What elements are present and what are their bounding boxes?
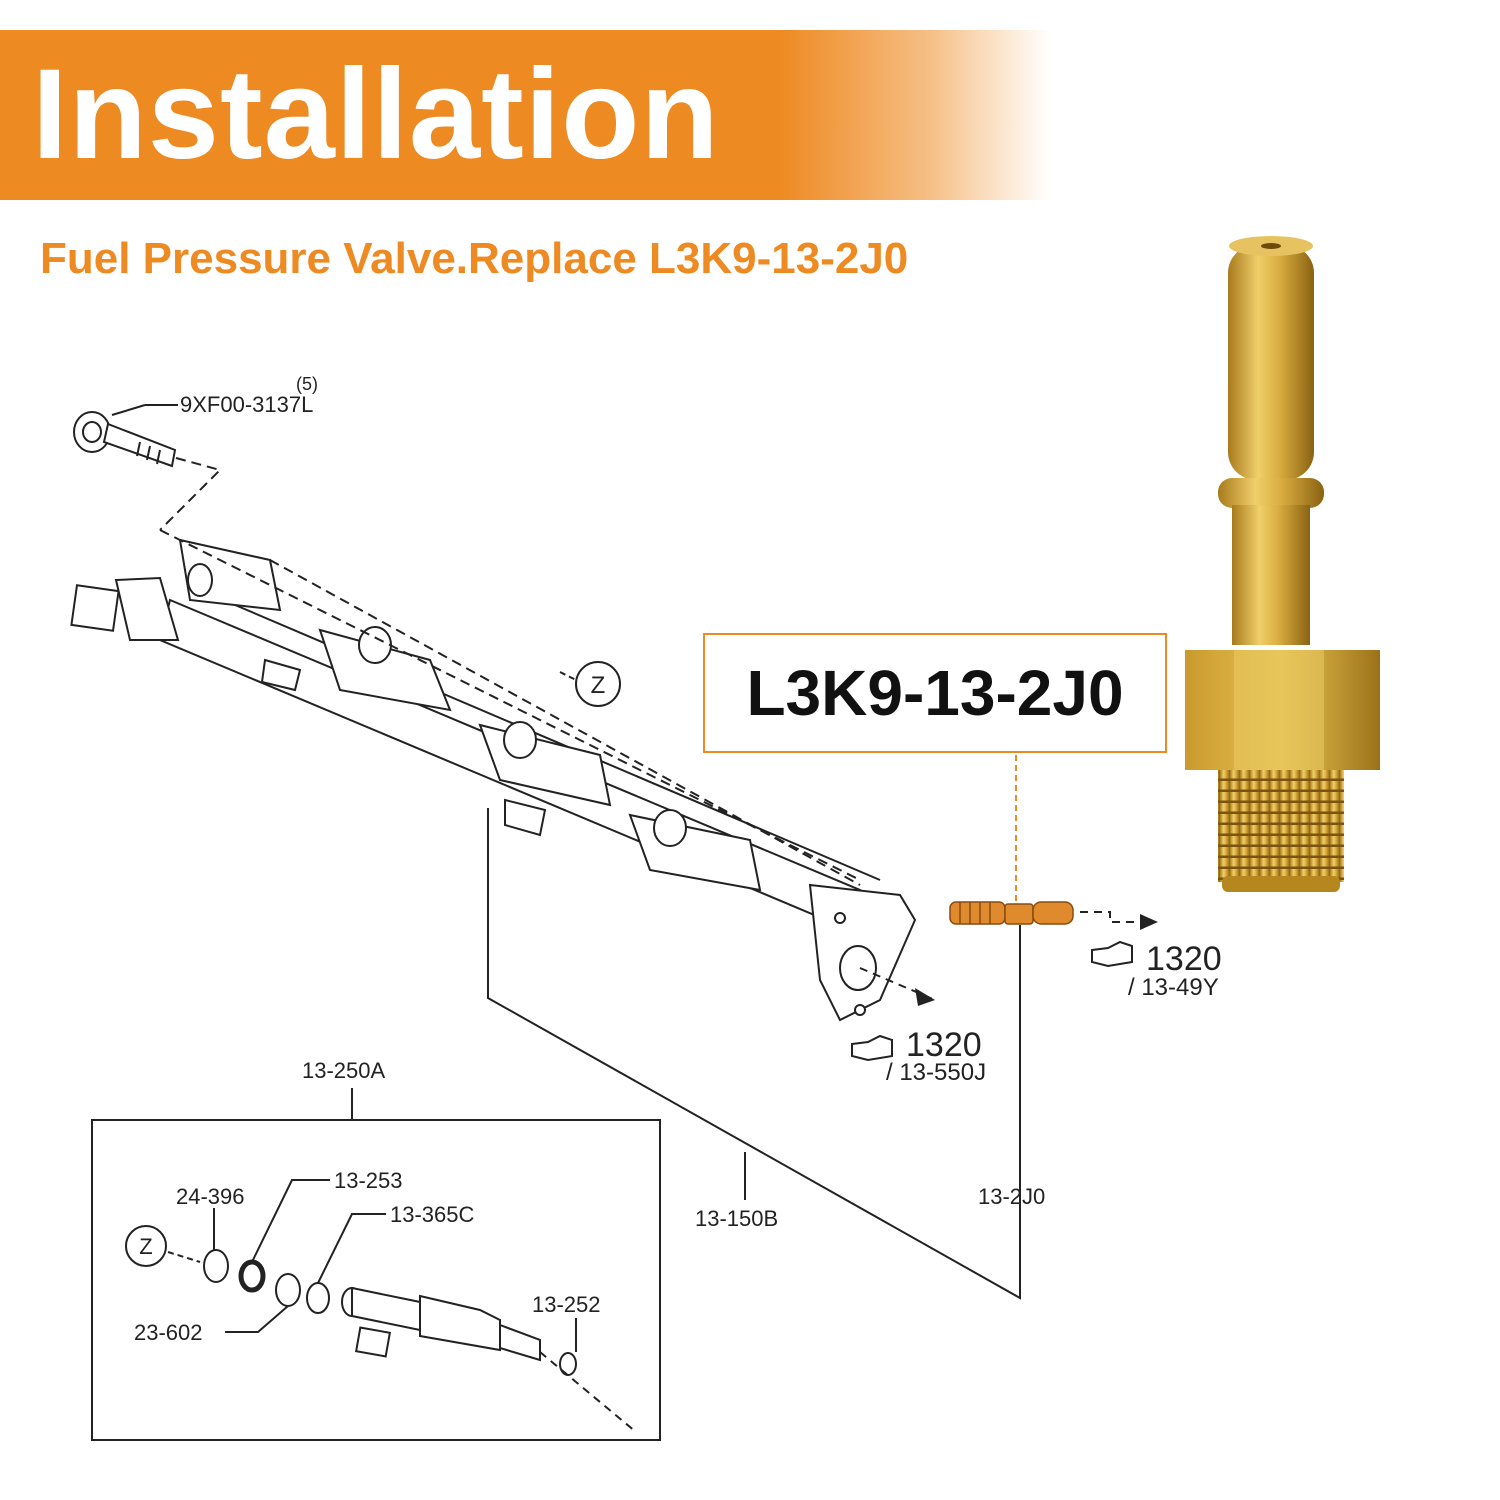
page-title: Installation (32, 43, 720, 186)
part-24-396: 24-396 (176, 1184, 245, 1209)
torque-a-label: 1320 (1146, 940, 1222, 978)
fuel-rail-label: 13-150B (695, 1206, 778, 1231)
part-number-callout: L3K9-13-2J0 (703, 633, 1167, 753)
part-13-252: 13-252 (532, 1292, 601, 1317)
part-13-365c: 13-365C (390, 1202, 475, 1227)
detail-marker-z-inner (125, 1225, 201, 1267)
pressure-valve-icon (949, 901, 1074, 925)
pressure-valve-label: 13-2J0 (978, 1184, 1045, 1209)
bolt-qty: (5) (296, 374, 318, 394)
page-subtitle: Fuel Pressure Valve.Replace L3K9-13-2J0 (40, 234, 909, 283)
torque-a-ref: / 13-49Y (1128, 974, 1219, 1001)
torque-b-label: 1320 (906, 1026, 982, 1064)
part-23-602: 23-602 (134, 1320, 203, 1345)
detail-marker-z-inner-label: Z (139, 1234, 152, 1259)
injector-icon (341, 1286, 541, 1362)
bolt-icon (73, 411, 177, 468)
hand-pointer-icon (851, 940, 1133, 1062)
injector-assy-label: 13-250A (302, 1058, 386, 1083)
bolt-part-label: 9XF00-3137L (180, 392, 313, 417)
part-13-253: 13-253 (334, 1168, 403, 1193)
detail-marker-z-label: Z (591, 672, 606, 699)
detail-marker-z (559, 661, 621, 707)
brass-fitting-icon (1185, 236, 1380, 892)
fuel-rail-icon (70, 538, 917, 1022)
part-number: L3K9-13-2J0 (746, 657, 1124, 729)
torque-b-ref: / 13-550J (886, 1059, 986, 1086)
header-banner (0, 30, 1500, 200)
injector-detail-box (91, 1119, 661, 1441)
